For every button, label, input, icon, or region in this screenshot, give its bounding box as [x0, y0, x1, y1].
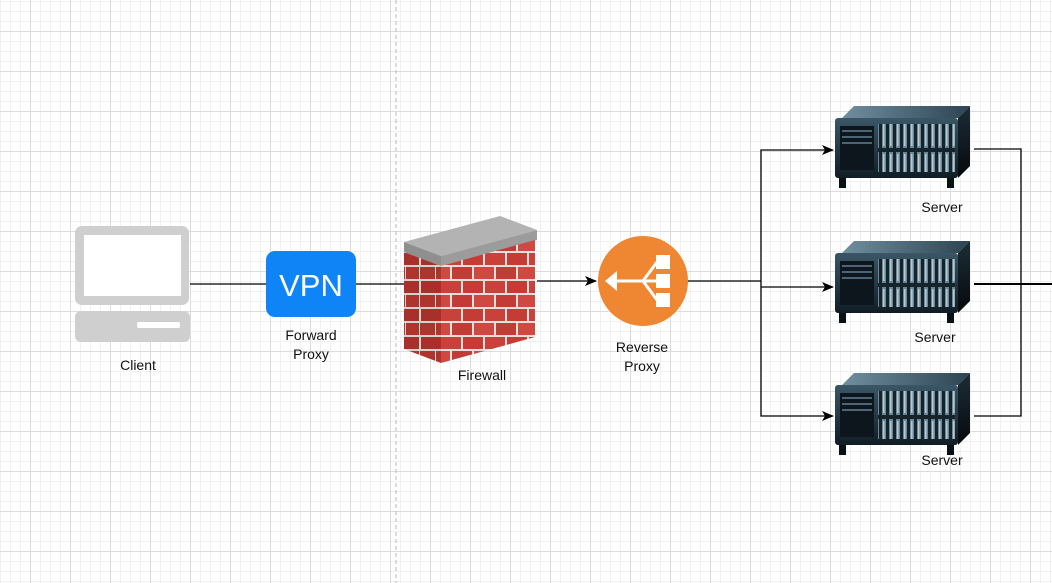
server-rack-icon — [835, 373, 970, 455]
server-rack-icon — [835, 106, 970, 188]
client-node[interactable] — [75, 226, 190, 342]
edge-to-server-3[interactable] — [760, 281, 834, 421]
edge-server-1-out[interactable] — [974, 148, 1022, 417]
server-2-node[interactable] — [835, 241, 970, 323]
firewall-label: Firewall — [457, 367, 507, 383]
server-3-node[interactable] — [835, 373, 970, 455]
server-3-label: Server — [921, 452, 963, 468]
client-label: Client — [120, 357, 156, 373]
vpn-icon-text: VPN — [279, 268, 343, 303]
reverse-proxy-label-line-2: Proxy — [624, 358, 660, 374]
reverse-proxy-label-line-1: Reverse — [615, 339, 669, 355]
vpn-icon — [266, 251, 356, 317]
server-rack-icon — [835, 241, 970, 323]
edge-to-server-1[interactable] — [760, 145, 834, 281]
computer-icon — [75, 226, 190, 342]
firewall-brick-wall-icon — [404, 216, 537, 363]
firewall-node[interactable] — [404, 216, 537, 363]
vpn-node[interactable]: VPN — [266, 251, 356, 317]
server-1-node[interactable] — [835, 106, 970, 188]
vpn-label-line-2: Proxy — [293, 346, 329, 362]
reverse-proxy-node[interactable] — [598, 236, 688, 326]
load-balancer-icon — [598, 236, 688, 326]
server-2-label: Server — [914, 329, 956, 345]
server-1-label: Server — [921, 199, 963, 215]
vpn-label-line-1: Forward — [285, 327, 337, 343]
connectors — [190, 145, 1052, 421]
